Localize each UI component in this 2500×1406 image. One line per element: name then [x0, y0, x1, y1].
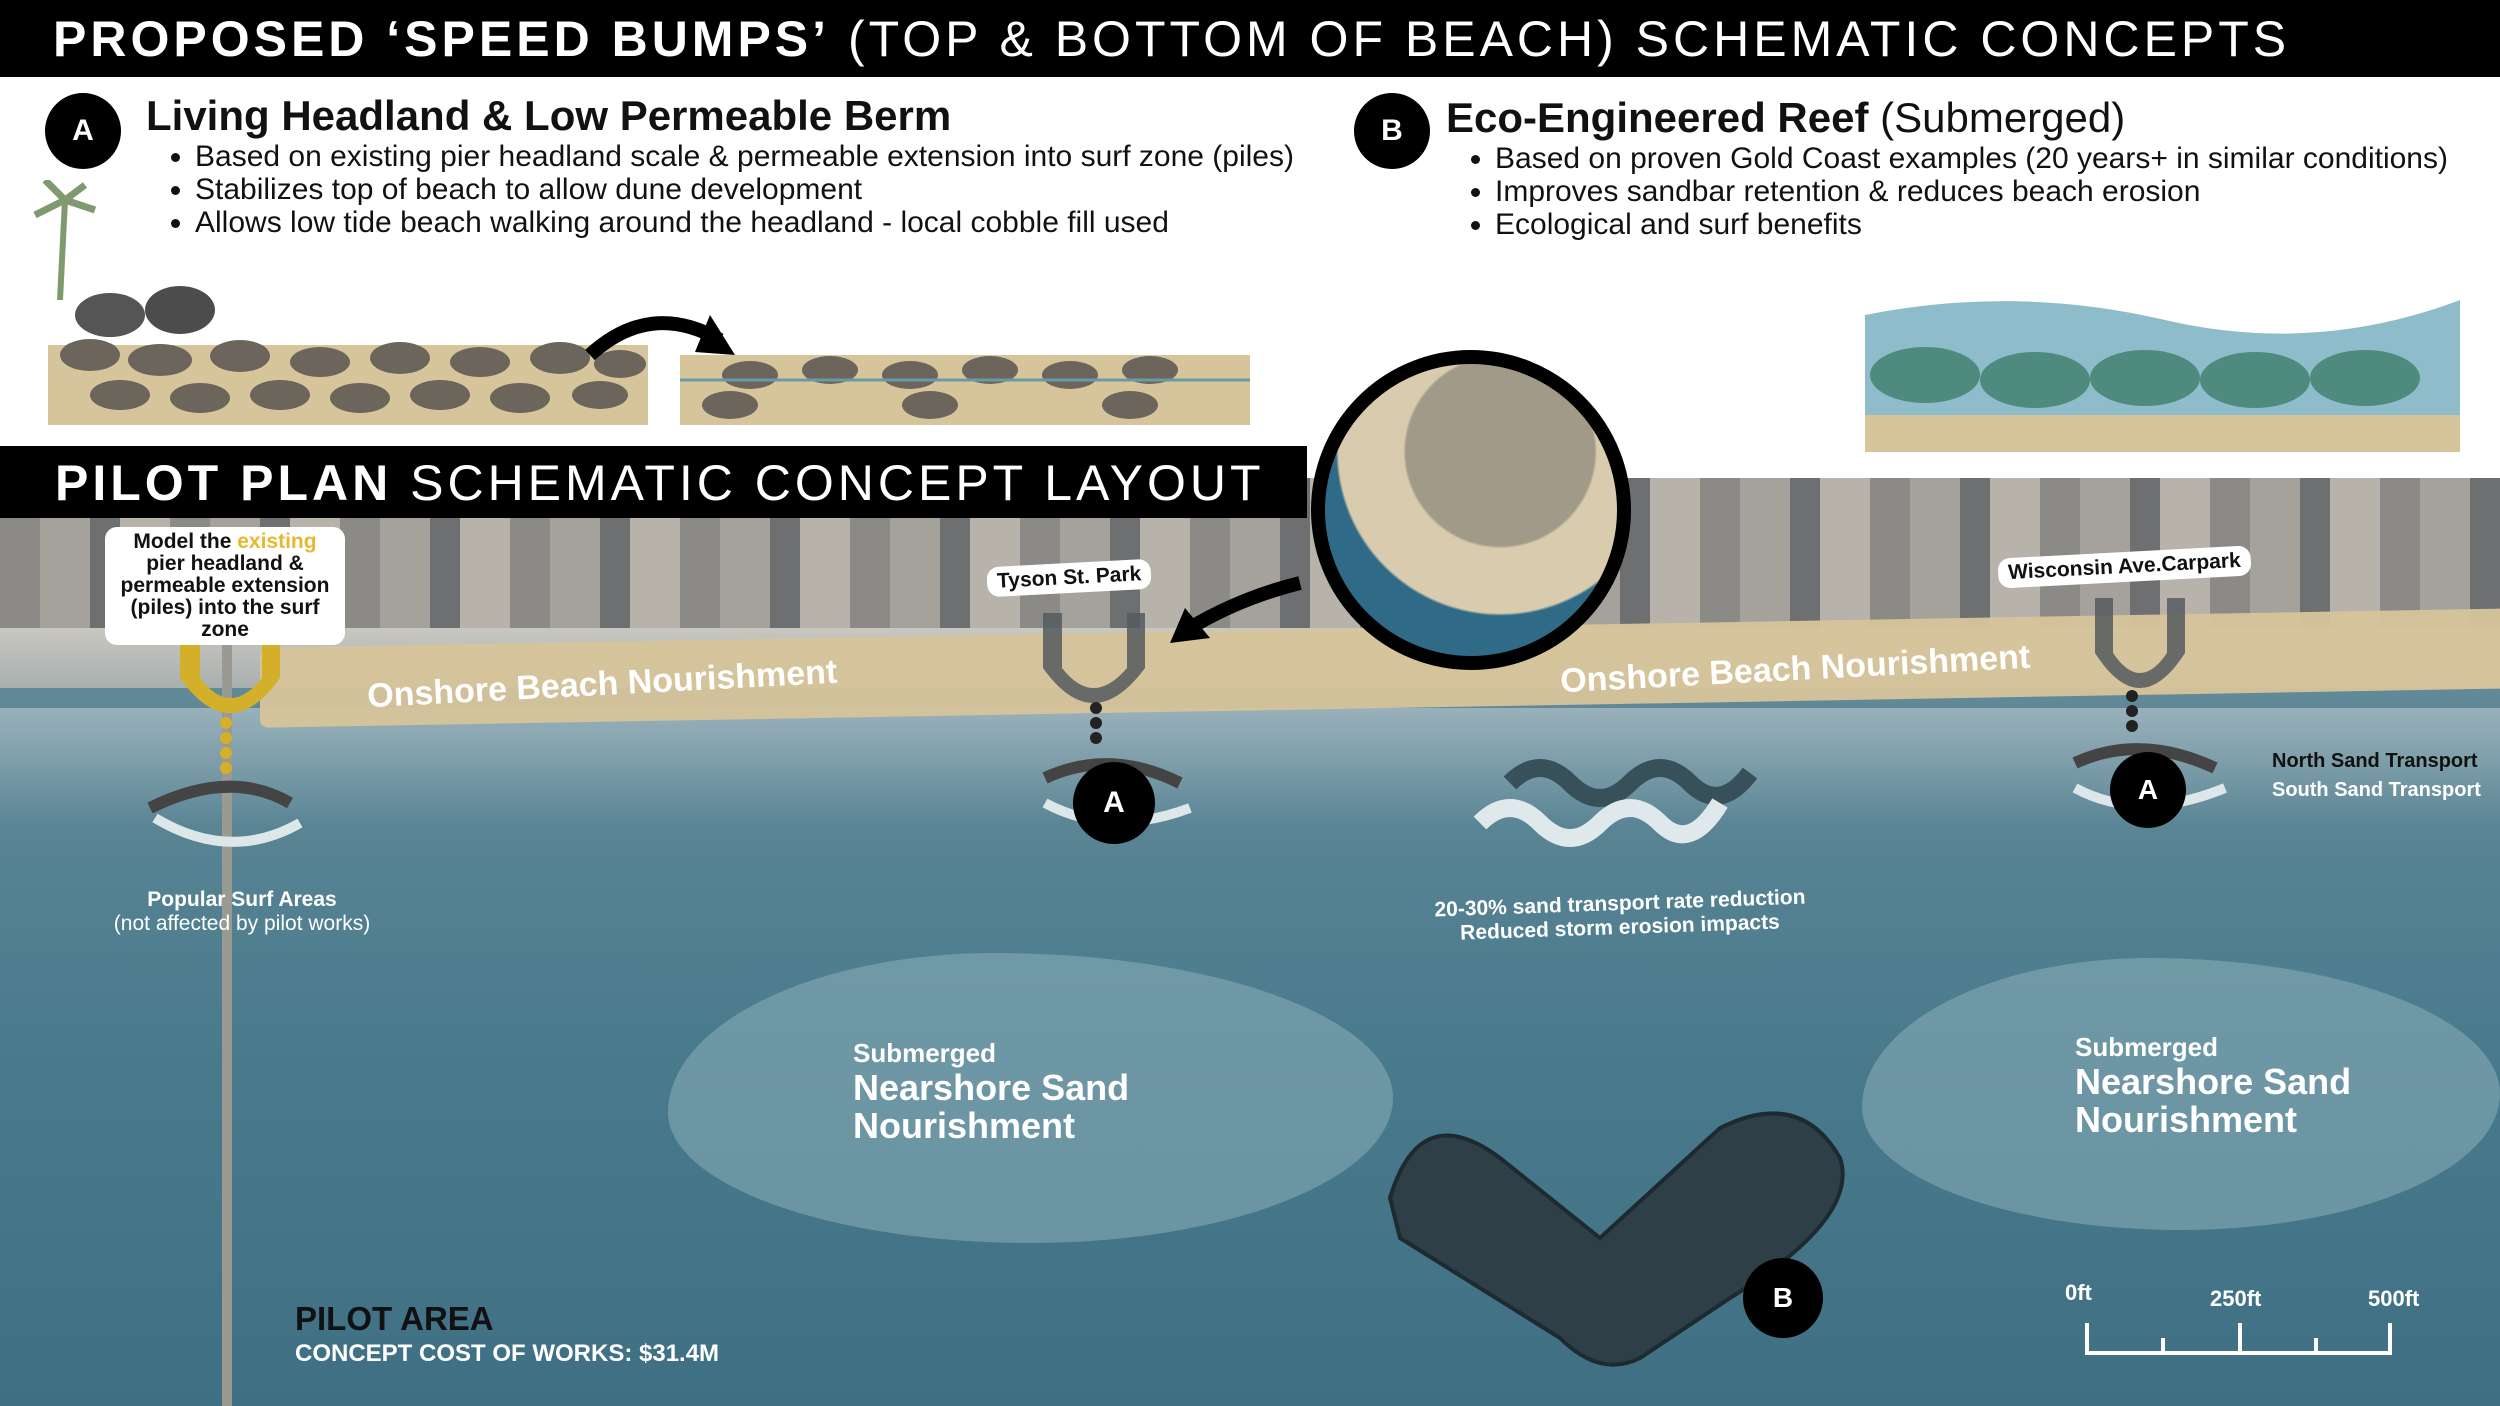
eco-reef-shape: [1387, 1111, 1845, 1367]
headland-tyson: [1043, 613, 1145, 703]
badge-b: B: [1354, 93, 1430, 169]
headland-pier: [180, 638, 280, 713]
badge-a-map: A: [2110, 752, 2186, 828]
concept-a-bullets: Based on existing pier headland scale & …: [165, 140, 1294, 239]
surf-areas-note: (not affected by pilot works): [113, 912, 371, 935]
map-overlay: [147, 576, 2392, 1367]
south-transport-label: South Sand Transport: [2272, 779, 2481, 801]
headland-wisconsin: [2095, 598, 2185, 688]
bullet: Allows low tide beach walking around the…: [195, 206, 1294, 239]
pilot-title-rest: SCHEMATIC CONCEPT LAYOUT: [392, 455, 1265, 511]
inset-aerial-photo: [1311, 350, 1631, 670]
submerged-small: Submerged: [853, 1038, 997, 1068]
concept-b-title: Eco-Engineered Reef (Submerged): [1446, 94, 2125, 142]
concept-b-title-bold: Eco-Engineered Reef: [1446, 94, 1869, 141]
concept-b-title-rest: (Submerged): [1868, 94, 2126, 141]
surf-zone: [0, 708, 2500, 828]
title-rest: (TOP & BOTTOM OF BEACH) SCHEMATIC CONCEP…: [830, 11, 2291, 67]
surf-areas-label: Popular Surf Areas: [147, 888, 337, 911]
headland-illustration: [33, 180, 1250, 425]
scale-label-0: 0ft: [2065, 1280, 2092, 1305]
note-highlight: existing: [237, 530, 317, 553]
pier-note: Model the existing pier headland & perme…: [105, 527, 345, 645]
badge-a-map: A: [1073, 762, 1155, 844]
submerged-small: Submerged: [2075, 1032, 2219, 1062]
concept-a-title: Living Headland & Low Permeable Berm: [146, 92, 952, 139]
pilot-area-label: PILOT AREA: [295, 1300, 494, 1337]
badge-a: A: [45, 93, 121, 169]
note-text: pier headland & permeable extension (pil…: [120, 552, 330, 641]
pilot-plan-title: PILOT PLAN SCHEMATIC CONCEPT LAYOUT: [0, 446, 1307, 518]
scale-label-250: 250ft: [2210, 1286, 2262, 1311]
submerged-big: Nearshore Sand Nourishment: [2075, 1061, 2352, 1140]
bullet: Based on proven Gold Coast examples (20 …: [1495, 142, 2448, 175]
main-title: PROPOSED ‘SPEED BUMPS’ (TOP & BOTTOM OF …: [0, 0, 2500, 77]
concept-b-bullets: Based on proven Gold Coast examples (20 …: [1465, 142, 2448, 241]
scale-label-500: 500ft: [2368, 1286, 2420, 1311]
bullet: Stabilizes top of beach to allow dune de…: [195, 173, 1294, 206]
nearshore-area-left: [668, 953, 1393, 1243]
submerged-big: Nearshore Sand Nourishment: [853, 1067, 1130, 1146]
cost-label: CONCEPT COST OF WORKS: $31.4M: [295, 1340, 720, 1367]
nearshore-area-right: [1862, 958, 2500, 1230]
north-transport-label: North Sand Transport: [2272, 750, 2478, 772]
bullet: Based on existing pier headland scale & …: [195, 140, 1294, 173]
badge-b-map: B: [1743, 1258, 1823, 1338]
pier: [222, 558, 232, 1406]
bullet: Ecological and surf benefits: [1495, 208, 2448, 241]
bullet: Improves sandbar retention & reduces bea…: [1495, 175, 2448, 208]
pilot-title-bold: PILOT PLAN: [55, 455, 393, 511]
title-bold: PROPOSED ‘SPEED BUMPS’: [53, 11, 831, 67]
reef-illustration: [1865, 300, 2460, 452]
note-text: Model the: [133, 530, 238, 553]
